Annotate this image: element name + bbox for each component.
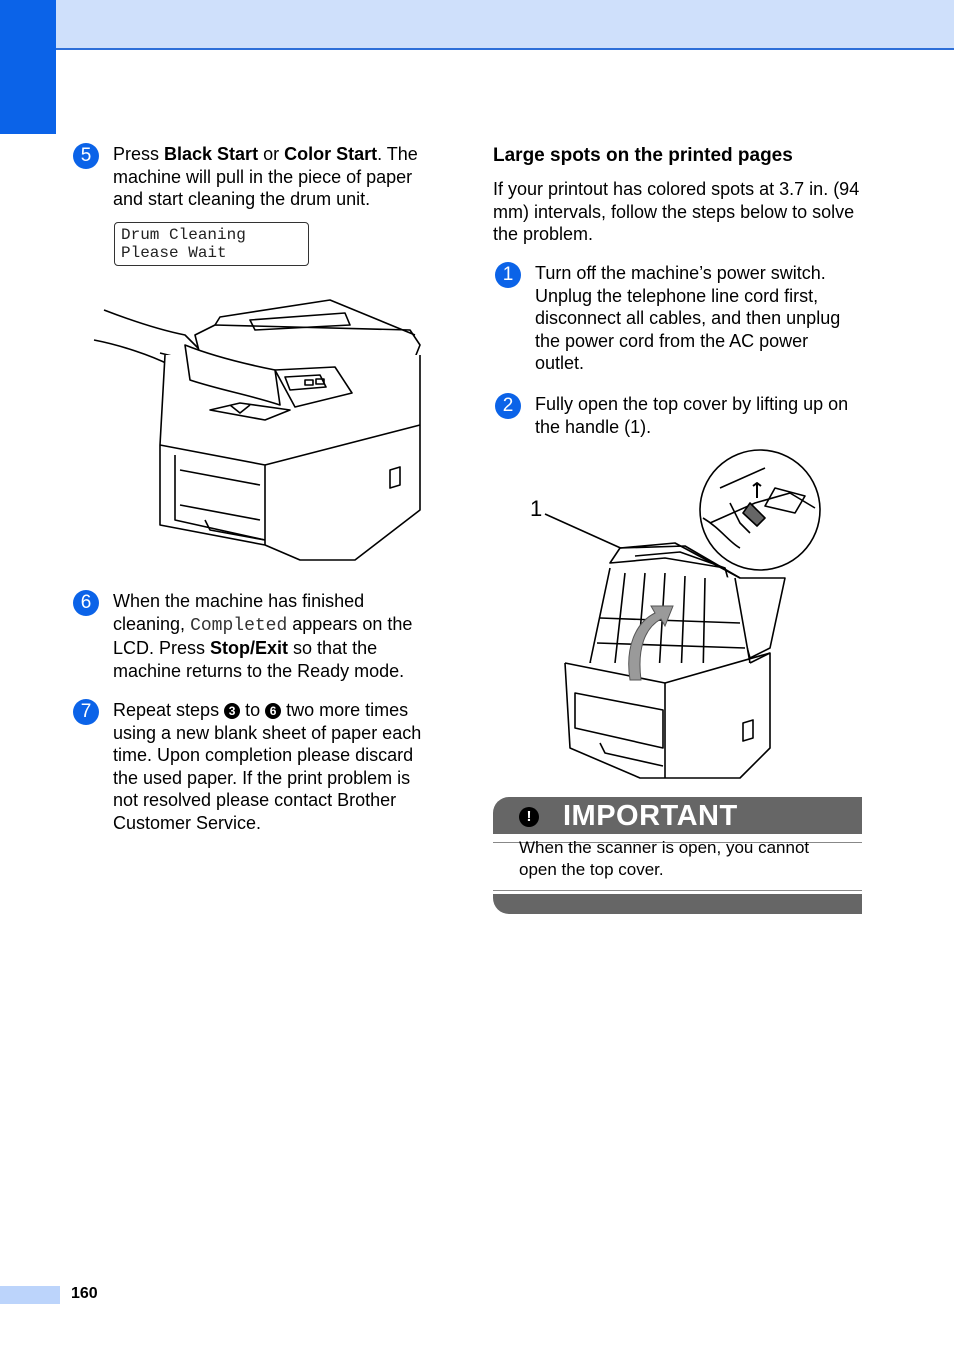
callout-label-1: 1	[530, 496, 542, 521]
step-ref-badge: 3	[224, 703, 241, 719]
step-number-badge: 2	[495, 393, 521, 419]
important-title: IMPORTANT	[563, 800, 738, 832]
exclamation-icon: !	[519, 807, 539, 827]
important-text: When the scanner is open, you cannot ope…	[519, 838, 810, 879]
divider	[493, 842, 862, 843]
page-number: 160	[71, 1285, 98, 1302]
step-number-badge: 7	[73, 699, 99, 725]
step-text: Turn off the machine’s power switch. Unp…	[535, 263, 841, 373]
header-band	[0, 0, 954, 50]
lcd-message-completed: Completed	[190, 615, 288, 636]
step-number-badge: 6	[73, 590, 99, 616]
important-header: ! IMPORTANT	[493, 797, 862, 834]
step-text: When the machine has finished cleaning, …	[113, 591, 413, 681]
important-footer	[493, 894, 862, 914]
step-text: Press Black Start or Color Start. The ma…	[113, 144, 418, 209]
lift-arrow-icon	[628, 605, 674, 681]
important-notice: ! IMPORTANT When the scanner is open, yo…	[493, 797, 862, 914]
step-number-badge: 1	[495, 262, 521, 288]
divider	[493, 890, 862, 891]
printer-top-cover-open-illustration: 1	[530, 449, 821, 779]
section-heading: Large spots on the printed pages	[493, 145, 793, 166]
printer-paper-feed-illustration	[93, 299, 421, 561]
chapter-tab	[0, 0, 56, 134]
step-text: Fully open the top cover by lifting up o…	[535, 394, 849, 437]
footer-bar	[0, 1286, 60, 1304]
step-ref-badge: 6	[265, 703, 282, 719]
key-black-start: Black Start	[164, 144, 259, 164]
lcd-line-1: Drum Cleaning	[121, 226, 246, 244]
section-intro: If your printout has colored spots at 3.…	[493, 179, 860, 244]
lcd-line-2: Please Wait	[121, 244, 227, 262]
key-color-start: Color Start	[284, 144, 378, 164]
key-stop-exit: Stop/Exit	[210, 638, 289, 658]
step-number-badge: 5	[73, 143, 99, 169]
lcd-display: Drum Cleaning Please Wait	[114, 222, 309, 266]
step-text: Repeat steps 3 to 6 two more times using…	[113, 700, 422, 833]
